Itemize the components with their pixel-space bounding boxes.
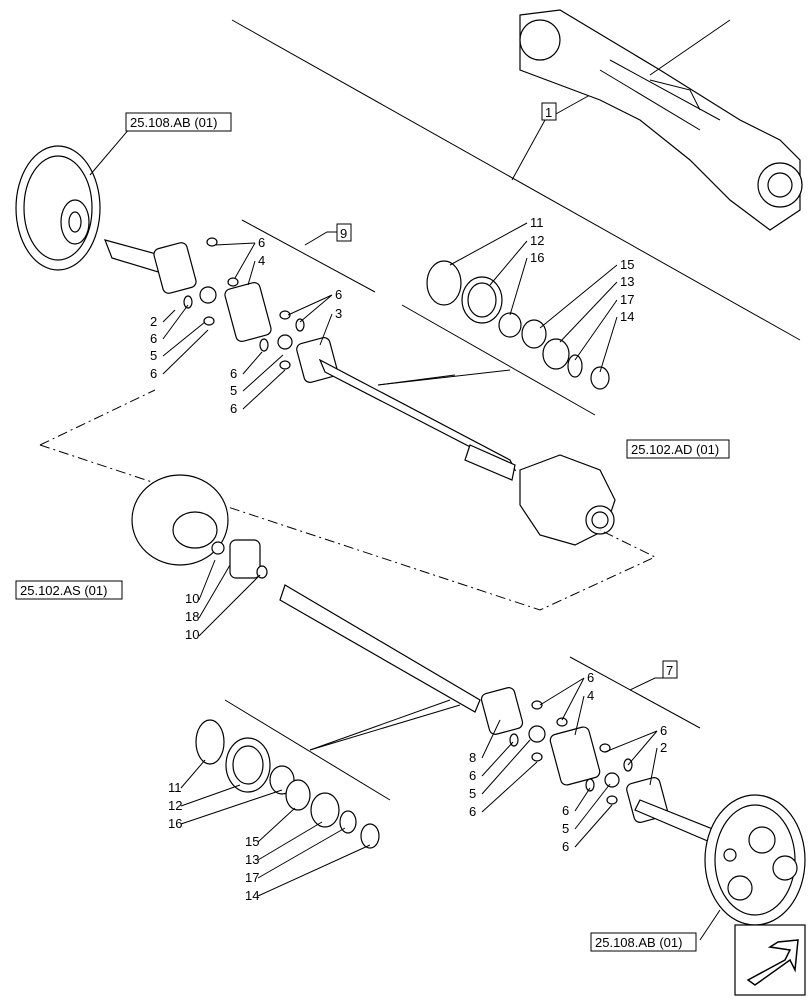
callout-leaders (162, 222, 658, 897)
upper-hub-assembly (15, 127, 131, 271)
svg-text:10: 10 (185, 627, 199, 642)
svg-text:4: 4 (587, 688, 594, 703)
planetary-carrier (131, 474, 268, 579)
lower-hub-assembly (699, 794, 806, 941)
svg-text:16: 16 (530, 250, 544, 265)
svg-text:6: 6 (469, 804, 476, 819)
svg-text:14: 14 (245, 888, 259, 903)
svg-text:6: 6 (230, 366, 237, 381)
svg-text:5: 5 (469, 786, 476, 801)
svg-text:18: 18 (185, 609, 199, 624)
svg-text:6: 6 (562, 839, 569, 854)
upper-seal-kit (377, 260, 610, 416)
svg-text:15: 15 (245, 834, 259, 849)
svg-text:5: 5 (150, 348, 157, 363)
svg-text:6: 6 (150, 331, 157, 346)
svg-text:6: 6 (562, 803, 569, 818)
center-line-outline (39, 389, 657, 611)
lower-axle-shaft (279, 584, 716, 843)
ref-hub-bottom[interactable]: 25.108.AB (01) (590, 932, 697, 952)
svg-text:11: 11 (168, 780, 182, 795)
svg-text:8: 8 (469, 750, 476, 765)
svg-text:4: 4 (258, 253, 265, 268)
upper-callouts: 2 6 5 6 6 4 6 3 6 5 6 11 12 16 15 13 17 … (150, 215, 634, 416)
svg-text:6: 6 (660, 723, 667, 738)
svg-text:17: 17 (245, 870, 259, 885)
lower-seal-kit (195, 699, 461, 849)
svg-text:3: 3 (335, 306, 342, 321)
front-axle-housing (519, 9, 803, 231)
svg-text:1: 1 (545, 105, 552, 120)
ref-hub-top[interactable]: 25.108.AB (01) (125, 112, 232, 132)
axle-leader-line-2 (511, 119, 546, 181)
svg-text:16: 16 (168, 816, 182, 831)
svg-text:5: 5 (230, 383, 237, 398)
planet-callouts: 10 18 10 (185, 591, 199, 642)
svg-text:25.102.AD (01): 25.102.AD (01) (631, 442, 719, 457)
bracket-7-line (569, 656, 701, 729)
svg-text:15: 15 (620, 257, 634, 272)
box-9[interactable]: 9 (336, 223, 352, 242)
svg-text:11: 11 (530, 215, 544, 230)
svg-text:25.108.AB (01): 25.108.AB (01) (595, 935, 682, 950)
box-7[interactable]: 7 (662, 660, 678, 679)
axle-leader-line (231, 19, 801, 341)
svg-text:6: 6 (587, 670, 594, 685)
svg-text:25.102.AS (01): 25.102.AS (01) (20, 583, 107, 598)
lower-callouts: 6 4 8 6 5 6 6 2 6 5 6 11 12 16 15 13 17 … (168, 670, 667, 903)
box-1[interactable]: 1 (541, 102, 557, 121)
svg-text:6: 6 (150, 366, 157, 381)
upper-axle-shaft (104, 239, 517, 481)
svg-text:14: 14 (620, 309, 634, 324)
svg-text:9: 9 (340, 226, 347, 241)
svg-text:12: 12 (530, 233, 544, 248)
svg-text:2: 2 (150, 314, 157, 329)
svg-text:7: 7 (666, 663, 673, 678)
svg-text:13: 13 (245, 852, 259, 867)
svg-text:25.108.AB (01): 25.108.AB (01) (130, 115, 217, 130)
ref-differential[interactable]: 25.102.AD (01) (626, 439, 730, 459)
svg-text:10: 10 (185, 591, 199, 606)
svg-text:6: 6 (258, 235, 265, 250)
svg-text:17: 17 (620, 292, 634, 307)
arrow-nav-icon[interactable] (734, 924, 806, 996)
differential-housing (519, 454, 616, 546)
svg-text:12: 12 (168, 798, 182, 813)
svg-text:2: 2 (660, 740, 667, 755)
svg-text:6: 6 (469, 768, 476, 783)
svg-text:5: 5 (562, 821, 569, 836)
ref-planet-carrier[interactable]: 25.102.AS (01) (15, 580, 123, 600)
svg-text:13: 13 (620, 274, 634, 289)
upper-small-rings (183, 237, 305, 370)
svg-text:6: 6 (230, 401, 237, 416)
svg-text:6: 6 (335, 287, 342, 302)
